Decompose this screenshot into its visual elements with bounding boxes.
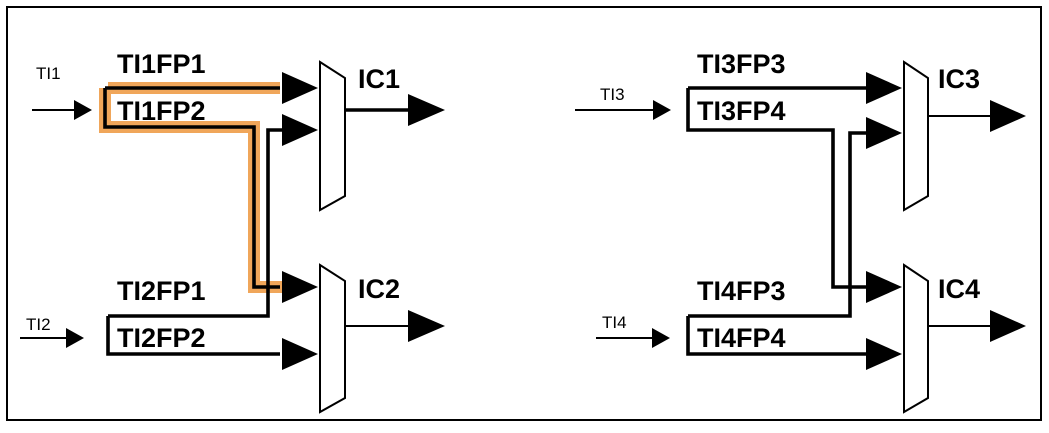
- ti2fp1-wire: [108, 128, 282, 318]
- ic3-output-arrow: [990, 100, 1026, 132]
- label-ti1: TI1: [36, 64, 61, 83]
- outer-border: [6, 6, 1042, 421]
- ti1fp2-ic2-arrow: [282, 271, 318, 303]
- ti2-input-arrow: [66, 328, 84, 348]
- ic2-output-arrow: [408, 310, 445, 342]
- label-ic2: IC2: [358, 274, 400, 304]
- label-ti4fp3: TI4FP3: [697, 276, 786, 306]
- ti1-input-arrow: [74, 100, 92, 120]
- label-ti2: TI2: [26, 315, 51, 334]
- ti3fp4-wire: [686, 88, 868, 289]
- ti3fp4-ic4-arrow: [866, 271, 902, 303]
- label-ic1: IC1: [358, 64, 400, 94]
- label-ti4: TI4: [602, 313, 627, 332]
- label-ti4fp4: TI4FP4: [697, 323, 786, 353]
- ti1fp1-arrow: [282, 72, 318, 104]
- ti2fp2-arrow: [282, 338, 318, 370]
- label-ic4: IC4: [938, 274, 980, 304]
- ti4fp3-arrow: [866, 117, 902, 149]
- ti4fp3-wire: [688, 131, 868, 318]
- label-ic3: IC3: [938, 64, 980, 94]
- mux-ic1: [319, 60, 346, 212]
- ti3fp3-arrow: [866, 72, 902, 104]
- ti4fp4-arrow: [866, 338, 902, 370]
- mux-ic2: [319, 263, 346, 414]
- ti4fp4-wire: [686, 316, 868, 356]
- ti3-input-arrow: [653, 100, 671, 120]
- ti4-input-arrow: [652, 328, 670, 348]
- label-ti2fp1: TI2FP1: [117, 276, 206, 306]
- label-ti1fp2: TI1FP2: [117, 96, 206, 126]
- mux-ic3: [903, 60, 929, 212]
- mux-ic4: [903, 263, 929, 414]
- label-ti3: TI3: [600, 85, 625, 104]
- ti1fp2-wire: [103, 88, 280, 289]
- label-ti3fp4: TI3FP4: [697, 96, 786, 126]
- ti2fp1-arrow: [282, 114, 318, 146]
- label-ti1fp1: TI1FP1: [117, 49, 206, 79]
- ic1-output-arrow: [408, 94, 445, 126]
- label-ti3fp3: TI3FP3: [697, 49, 786, 79]
- ic4-output-arrow: [990, 310, 1026, 342]
- label-ti2fp2: TI2FP2: [117, 323, 206, 353]
- ti2fp2-wire: [106, 316, 280, 356]
